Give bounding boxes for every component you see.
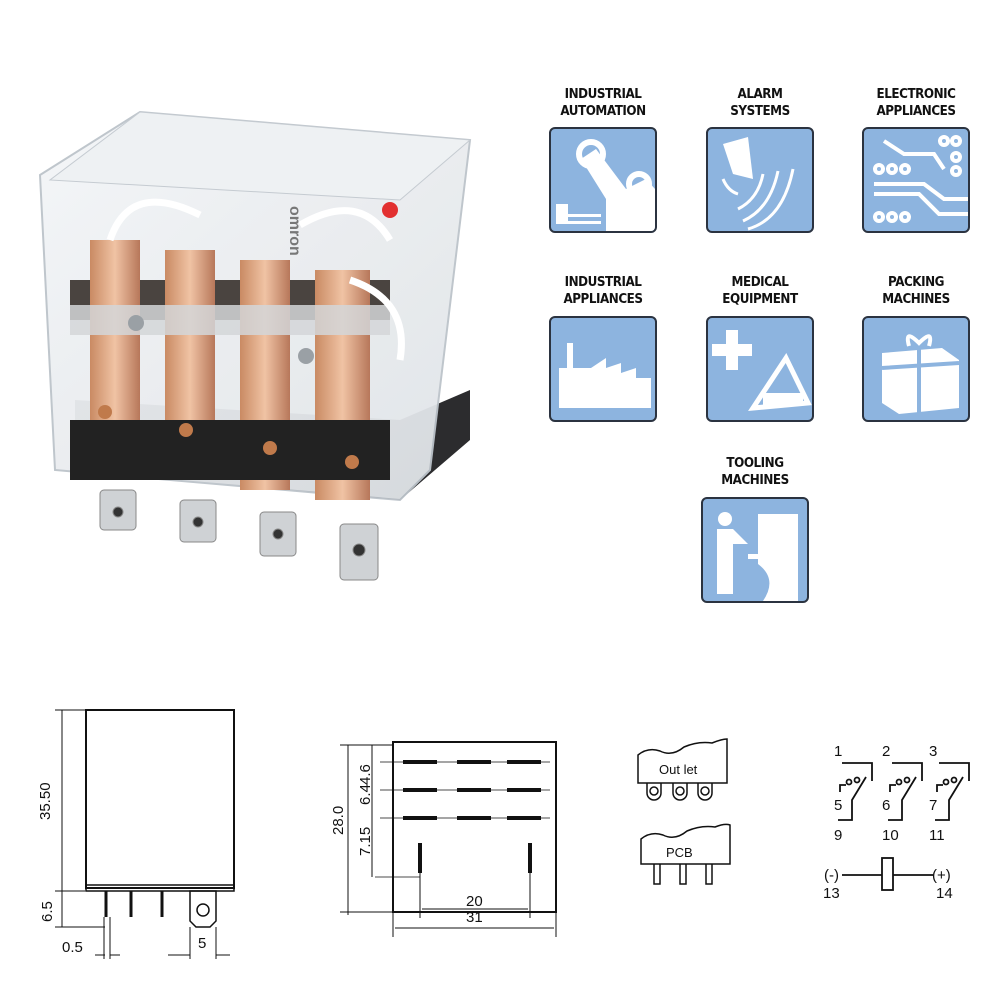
label-line: MACHINES [721, 473, 789, 488]
robot-arm-icon [549, 127, 657, 233]
brand-marking: omron [286, 206, 303, 256]
label-line: SYSTEMS [730, 104, 790, 119]
label-line: ALARM [737, 87, 783, 102]
label-line: MACHINES [882, 292, 950, 307]
app-label-industrial-automation: INDUSTRIAL AUTOMATION [539, 86, 668, 120]
tooling-operator-icon [701, 497, 809, 603]
label-line: PACKING [887, 275, 945, 290]
app-label-electronic-appliances: ELECTRONIC APPLIANCES [852, 86, 981, 120]
label-line: TOOLING [726, 456, 784, 471]
alarm-siren-icon [706, 127, 814, 233]
label-line: ELECTRONIC [876, 87, 956, 102]
circuit-board-icon [862, 127, 970, 233]
label-line: EQUIPMENT [722, 292, 798, 307]
label-line: AUTOMATION [560, 104, 646, 119]
medical-cross-icon [706, 316, 814, 422]
label-line: MEDICAL [731, 275, 789, 290]
label-line: INDUSTRIAL [564, 87, 642, 102]
app-label-alarm-systems: ALARM SYSTEMS [696, 86, 825, 120]
factory-icon [549, 316, 657, 422]
app-label-packing-machines: PACKING MACHINES [852, 274, 981, 308]
relay-pins [99, 489, 379, 581]
label-line: INDUSTRIAL [564, 275, 642, 290]
relay-contacts [70, 240, 390, 500]
gift-box-icon [862, 316, 970, 422]
label-line: APPLIANCES [563, 292, 643, 307]
app-label-industrial-appliances: INDUSTRIAL APPLIANCES [539, 274, 668, 308]
app-label-tooling-machines: TOOLING MACHINES [691, 455, 820, 489]
app-label-medical-equipment: MEDICAL EQUIPMENT [696, 274, 825, 308]
label-line: APPLIANCES [876, 104, 956, 119]
